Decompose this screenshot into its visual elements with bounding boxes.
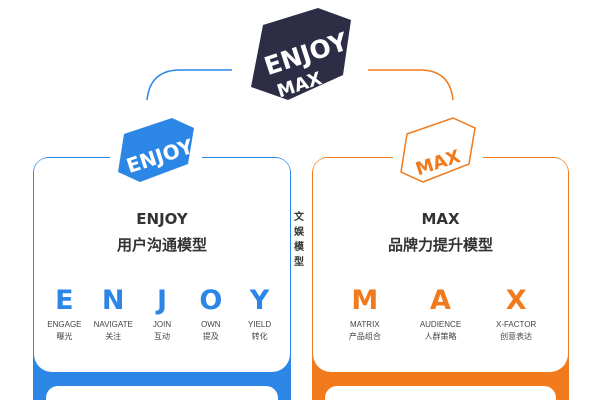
max-letters: M MATRIX 产品组合 A AUDIENCE 人群策略 X X-FACTOR 创意表达 <box>313 286 568 342</box>
max-letter: X <box>505 285 527 316</box>
enjoy-item-own: O OWN 提及 <box>186 286 235 342</box>
enjoy-item-navigate: N NAVIGATE 关注 <box>89 286 138 342</box>
max-letter: A <box>430 285 451 316</box>
max-item-cn: 产品组合 <box>348 332 381 341</box>
enjoy-item-en: JOIN <box>152 320 172 329</box>
enjoy-item-cn: 互动 <box>153 332 170 341</box>
enjoy-item-en: OWN <box>201 320 221 329</box>
center-label: 文娱模型 <box>294 212 304 268</box>
enjoy-item-cn: 转化 <box>251 332 268 341</box>
max-subtitle: 品牌力提升模型 <box>387 236 493 254</box>
max-letter: M <box>351 285 379 316</box>
max-item-cn: 人群策略 <box>424 332 457 341</box>
enjoy-logo: ENJOY <box>110 112 202 188</box>
enjoy-item-cn: 曝光 <box>56 332 73 341</box>
enjoy-item-cn: 关注 <box>105 332 122 341</box>
enjoy-letter: E <box>55 285 74 316</box>
max-item-en: AUDIENCE <box>419 320 462 329</box>
enjoy-card-body <box>34 158 290 372</box>
enjoy-letter: Y <box>249 285 270 316</box>
enjoy-letter: O <box>199 285 223 316</box>
enjoy-max-logo: ENJOY MAX <box>243 5 357 105</box>
enjoy-description-box <box>46 386 278 400</box>
enjoy-item-cn: 提及 <box>202 332 219 341</box>
enjoy-item-yield: Y YIELD 转化 <box>235 286 284 342</box>
enjoy-letters: E ENGAGE 曝光 N NAVIGATE 关注 J JOIN 互动 O OWN 提及 Y YI… <box>34 286 290 342</box>
enjoy-item-en: ENGAGE <box>47 320 82 329</box>
enjoy-item-en: YIELD <box>248 320 272 329</box>
max-item-x-factor: X X-FACTOR 创意表达 <box>491 286 541 342</box>
max-title: MAX <box>421 210 460 228</box>
enjoy-card: ENJOY 用户沟通模型 E ENGAGE 曝光 N NAVIGATE 关注 J JOIN… <box>33 157 291 400</box>
enjoy-letter: J <box>156 285 168 316</box>
max-item-en: X-FACTOR <box>495 320 537 329</box>
max-item-en: MATRIX <box>350 320 380 329</box>
max-description-box <box>325 386 556 400</box>
enjoy-item-join: J JOIN 互动 <box>138 286 187 342</box>
enjoy-subtitle: 用户沟通模型 <box>116 236 207 254</box>
max-item-audience: A AUDIENCE 人群策略 <box>415 286 465 342</box>
enjoy-item-engage: E ENGAGE 曝光 <box>40 286 89 342</box>
max-logo: MAX <box>393 112 483 188</box>
max-item-cn: 创意表达 <box>500 332 533 341</box>
enjoy-item-en: NAVIGATE <box>93 320 133 329</box>
enjoy-letter: N <box>101 285 125 316</box>
max-card-body <box>313 158 568 372</box>
max-item-matrix: M MATRIX 产品组合 <box>340 286 390 342</box>
enjoy-title: ENJOY <box>136 210 188 228</box>
